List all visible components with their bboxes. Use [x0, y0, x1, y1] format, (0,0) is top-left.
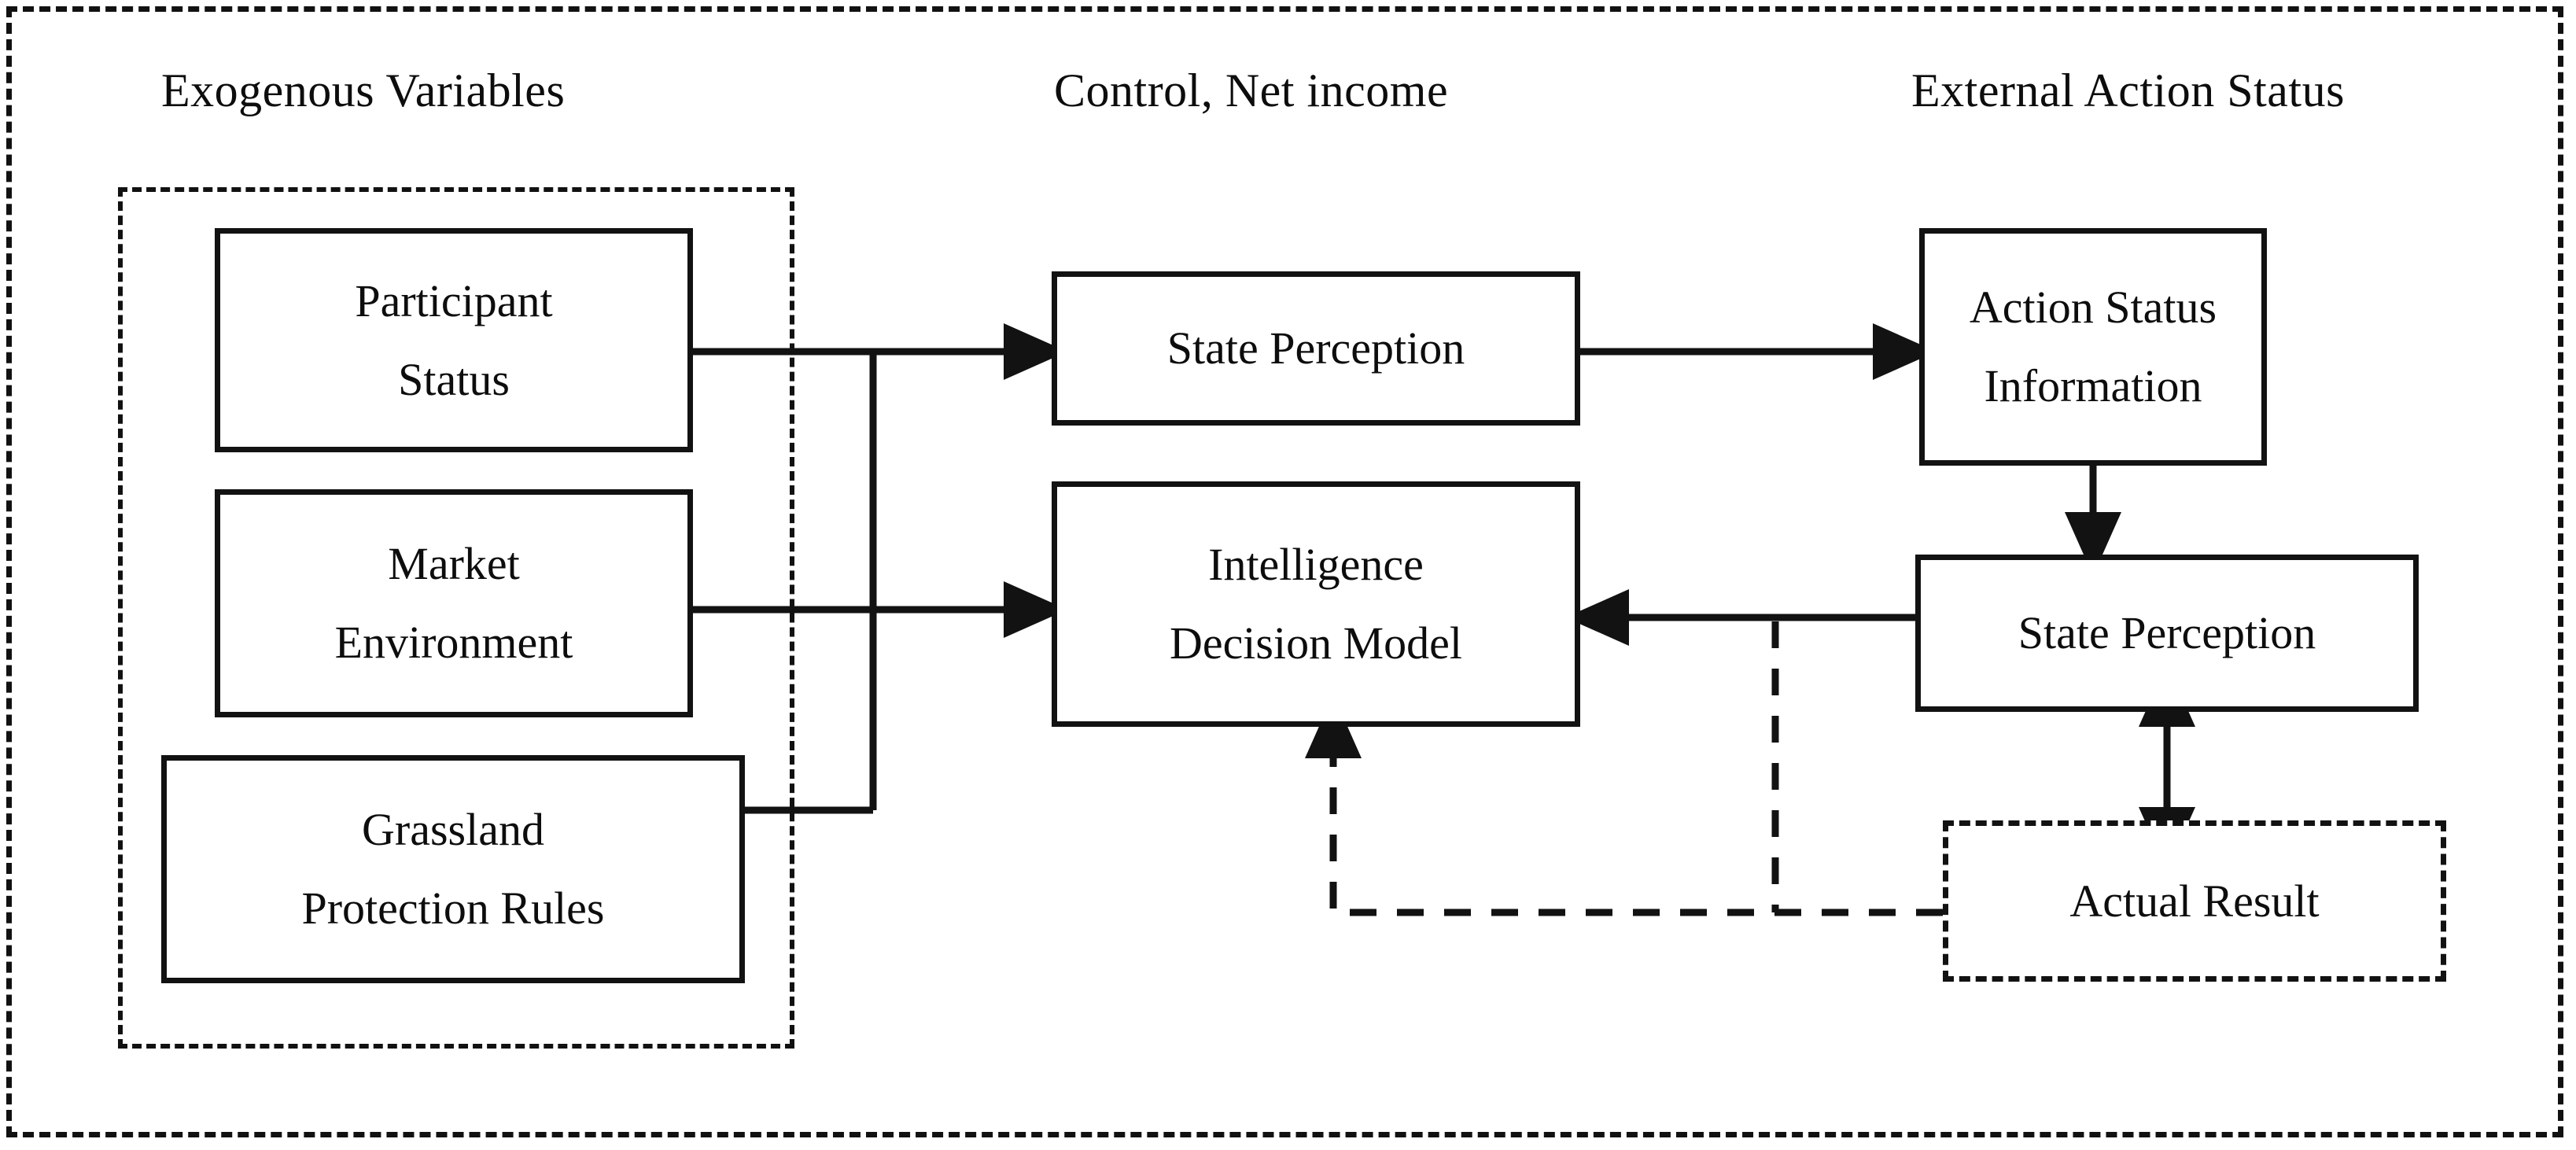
node-intelligence-decision-model-line1: Intelligence: [1208, 539, 1424, 591]
node-grassland-protection-rules-line2: Protection Rules: [301, 883, 605, 934]
node-grassland-protection-rules[interactable]: Grassland Protection Rules: [161, 755, 745, 983]
node-action-status-information-line1: Action Status: [1969, 282, 2217, 334]
node-grassland-protection-rules-line1: Grassland: [362, 804, 544, 856]
node-market-environment-line1: Market: [388, 538, 520, 590]
node-action-status-information-line2: Information: [1984, 360, 2202, 411]
node-state-perception-middle-label: State Perception: [1166, 323, 1465, 374]
node-actual-result-label: Actual Result: [2069, 875, 2320, 927]
node-state-perception-middle[interactable]: State Perception: [1052, 271, 1580, 426]
node-intelligence-decision-model[interactable]: Intelligence Decision Model: [1052, 481, 1580, 727]
node-market-environment-line2: Environment: [334, 617, 573, 668]
node-state-perception-right-label: State Perception: [2018, 607, 2316, 659]
exogenous-variables-group-box: [118, 187, 794, 1049]
column-heading-control-net-income: Control, Net income: [1054, 65, 1449, 116]
node-intelligence-decision-model-line2: Decision Model: [1169, 617, 1463, 669]
node-market-environment[interactable]: Market Environment: [215, 489, 693, 717]
node-state-perception-right[interactable]: State Perception: [1915, 555, 2419, 712]
node-actual-result[interactable]: Actual Result: [1943, 820, 2446, 982]
node-participant-status-line2: Status: [398, 353, 510, 405]
column-heading-exogenous-variables: Exogenous Variables: [161, 65, 566, 116]
column-heading-external-action-status: External Action Status: [1911, 65, 2345, 116]
node-action-status-information[interactable]: Action Status Information: [1919, 228, 2267, 466]
node-participant-status[interactable]: Participant Status: [215, 228, 693, 452]
outer-dashed-frame: [6, 6, 2563, 1137]
node-participant-status-line1: Participant: [355, 275, 553, 326]
